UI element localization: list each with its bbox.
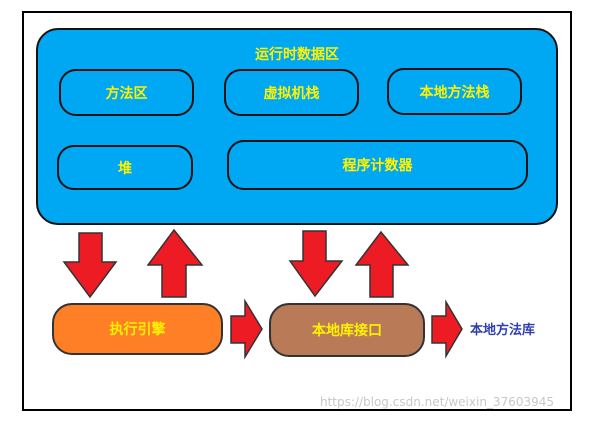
down-arrow-interface xyxy=(288,230,344,298)
runtime-data-area: 运行时数据区 xyxy=(36,28,558,225)
native-method-stack-box: 本地方法栈 xyxy=(387,68,522,115)
up-arrow-interface xyxy=(354,230,410,298)
program-counter-box: 程序计数器 xyxy=(227,140,528,190)
up-arrow-engine xyxy=(146,228,204,298)
right-arrow-engine-interface xyxy=(230,298,263,360)
down-arrow-engine xyxy=(62,232,118,299)
native-interface-box: 本地库接口 xyxy=(269,303,425,357)
method-area-box: 方法区 xyxy=(59,69,194,116)
diagram-frame xyxy=(22,11,572,411)
heap-box: 堆 xyxy=(57,145,193,190)
execution-engine-box: 执行引擎 xyxy=(52,303,223,355)
runtime-data-area-title: 运行时数据区 xyxy=(255,47,339,63)
native-library-label: 本地方法库 xyxy=(470,323,536,338)
watermark-text: https://blog.csdn.net/weixin_37603945 xyxy=(320,395,555,409)
right-arrow-interface-library xyxy=(431,299,463,359)
vm-stack-box: 虚拟机栈 xyxy=(224,69,359,116)
